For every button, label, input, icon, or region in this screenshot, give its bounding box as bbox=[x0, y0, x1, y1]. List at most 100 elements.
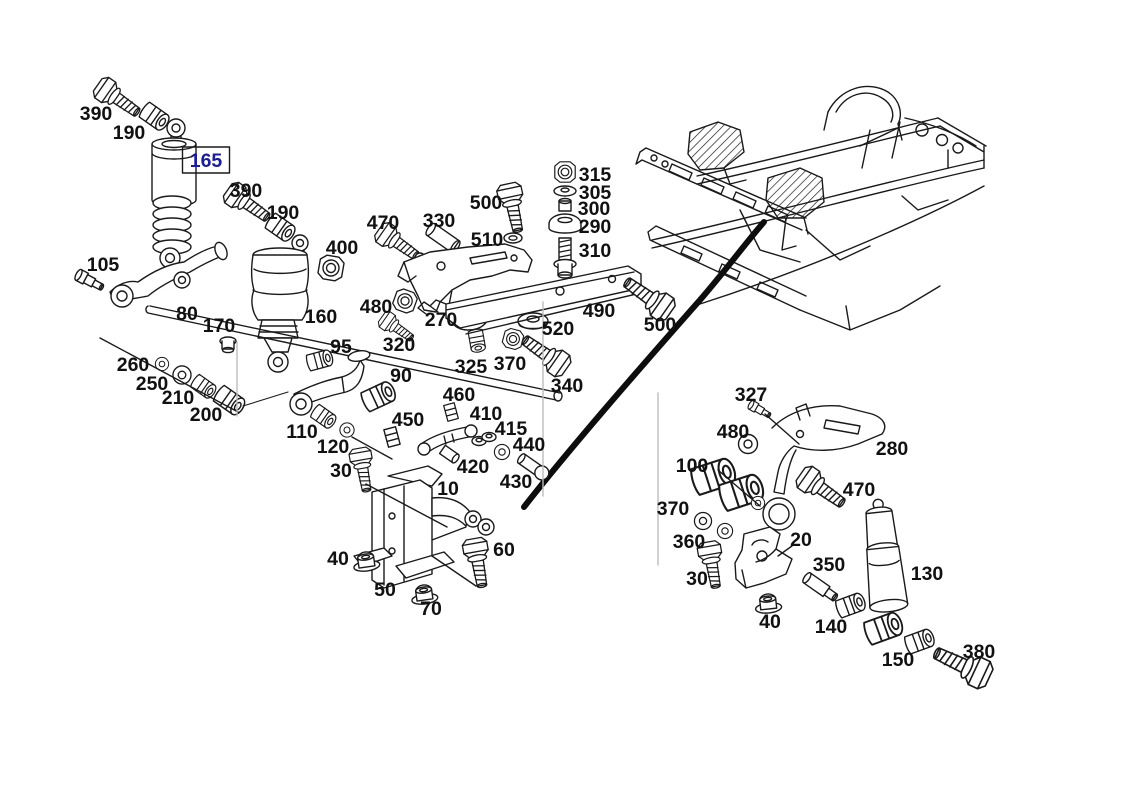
part-label-210: 210 bbox=[162, 387, 195, 409]
washer-440 bbox=[493, 443, 511, 461]
part-label-490: 490 bbox=[583, 300, 616, 322]
part-label-250: 250 bbox=[136, 373, 169, 395]
part-label-80: 80 bbox=[176, 303, 198, 325]
part-label-160: 160 bbox=[305, 306, 338, 328]
part-label-460: 460 bbox=[443, 384, 476, 406]
part-label-70: 70 bbox=[420, 598, 442, 620]
buffer-290 bbox=[548, 213, 582, 234]
part-label-470: 470 bbox=[367, 212, 400, 234]
part-label-30: 30 bbox=[330, 460, 352, 482]
cab-shock-absorber-165-drawing bbox=[90, 74, 197, 269]
part-label-480: 480 bbox=[717, 421, 750, 443]
part-label-440: 440 bbox=[513, 434, 546, 456]
part-label-370: 370 bbox=[494, 353, 527, 375]
pin-350 bbox=[802, 571, 839, 602]
part-label-480: 480 bbox=[360, 296, 393, 318]
part-label-40: 40 bbox=[759, 611, 781, 633]
part-label-280: 280 bbox=[876, 438, 909, 460]
part-label-430: 430 bbox=[500, 471, 533, 493]
bushing-130-eye bbox=[861, 609, 907, 647]
part-label-165: 165 bbox=[190, 150, 223, 172]
part-label-390: 390 bbox=[230, 180, 263, 202]
part-label-60: 60 bbox=[493, 539, 515, 561]
part-label-300: 300 bbox=[578, 198, 611, 220]
part-label-327: 327 bbox=[735, 384, 768, 406]
part-label-200: 200 bbox=[190, 404, 223, 426]
nut-370-center bbox=[500, 326, 526, 352]
link-410 bbox=[417, 424, 478, 456]
spacer-420 bbox=[438, 444, 460, 464]
part-label-350: 350 bbox=[813, 554, 846, 576]
part-label-315: 315 bbox=[579, 164, 612, 186]
washer-120 bbox=[339, 422, 355, 438]
part-label-500: 500 bbox=[470, 192, 503, 214]
part-label-400: 400 bbox=[326, 237, 359, 259]
part-label-10: 10 bbox=[437, 478, 459, 500]
part-label-305: 305 bbox=[579, 182, 612, 204]
part-label-520: 520 bbox=[542, 318, 575, 340]
part-label-130: 130 bbox=[911, 563, 944, 585]
part-label-340: 340 bbox=[551, 375, 584, 397]
part-label-500: 500 bbox=[644, 314, 677, 336]
part-label-30: 30 bbox=[686, 568, 708, 590]
leader-lines bbox=[99, 301, 800, 587]
part-label-370: 370 bbox=[657, 498, 690, 520]
washer-100 bbox=[750, 495, 766, 511]
part-label-470: 470 bbox=[843, 479, 876, 501]
air-spring-160-drawing bbox=[250, 234, 310, 373]
mounting-bracket-10-drawing bbox=[351, 465, 496, 607]
nut-480-center bbox=[390, 286, 420, 316]
part-number-labels: 3901901653901901058017026025021020016095… bbox=[80, 103, 996, 671]
part-label-260: 260 bbox=[117, 354, 150, 376]
part-label-40: 40 bbox=[327, 548, 349, 570]
linkage-drawing bbox=[383, 402, 550, 481]
spacer-300 bbox=[558, 197, 572, 212]
part-label-190: 190 bbox=[267, 202, 300, 224]
part-label-510: 510 bbox=[471, 229, 504, 251]
part-label-120: 120 bbox=[317, 436, 350, 458]
washer-stack-drawing bbox=[154, 356, 289, 418]
part-label-90: 90 bbox=[390, 365, 412, 387]
lower-arm-drawing bbox=[289, 348, 399, 495]
control-arm-stabilizer-drawing bbox=[72, 241, 563, 402]
pin-430 bbox=[516, 453, 550, 481]
bushing-140 bbox=[833, 591, 868, 620]
highlight-box-165 bbox=[181, 146, 231, 174]
part-label-360: 360 bbox=[673, 531, 706, 553]
bolt-310 bbox=[553, 237, 577, 279]
washer-360 bbox=[716, 522, 734, 540]
clip-460 bbox=[443, 402, 459, 422]
chassis-frame-drawing bbox=[635, 85, 987, 331]
support-rail-490-drawing bbox=[417, 265, 646, 335]
part-label-95: 95 bbox=[330, 336, 352, 358]
part-label-170: 170 bbox=[203, 315, 236, 337]
part-label-290: 290 bbox=[579, 216, 612, 238]
part-label-410: 410 bbox=[470, 403, 503, 425]
part-label-325: 325 bbox=[455, 356, 488, 378]
hardware-stack-drawing bbox=[548, 161, 582, 279]
part-label-50: 50 bbox=[374, 579, 396, 601]
part-label-420: 420 bbox=[457, 456, 490, 478]
part-label-390: 390 bbox=[80, 103, 113, 125]
part-label-105: 105 bbox=[87, 254, 120, 276]
part-label-310: 310 bbox=[579, 240, 612, 262]
clip-450 bbox=[383, 426, 401, 448]
part-label-330: 330 bbox=[423, 210, 456, 232]
part-label-190: 190 bbox=[113, 122, 146, 144]
part-label-110: 110 bbox=[286, 421, 318, 443]
washer-370-right bbox=[693, 511, 713, 531]
part-label-380: 380 bbox=[963, 641, 996, 663]
part-label-140: 140 bbox=[815, 616, 848, 638]
shock-absorber-130-drawing bbox=[865, 498, 909, 613]
rear-bracket-280-drawing bbox=[688, 399, 886, 540]
location-pointer-arrow bbox=[521, 219, 767, 510]
part-label-320: 320 bbox=[383, 334, 416, 356]
part-label-415: 415 bbox=[495, 418, 528, 440]
part-label-270: 270 bbox=[425, 309, 458, 331]
plug-170 bbox=[219, 336, 237, 354]
bolt-30-center bbox=[347, 445, 379, 495]
nut-315 bbox=[554, 161, 576, 183]
part-label-150: 150 bbox=[882, 649, 915, 671]
